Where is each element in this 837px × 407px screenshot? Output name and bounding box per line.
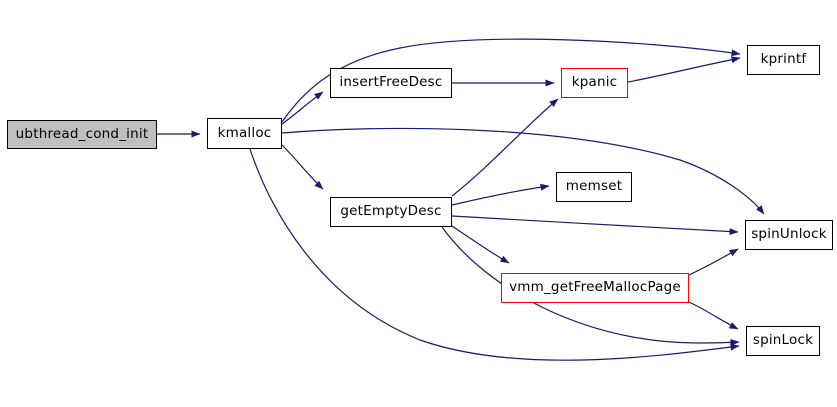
edge-getEmptyDesc-to-kpanic — [451, 98, 559, 197]
edge-kmalloc-to-spinLock — [249, 148, 740, 361]
node-label-kmalloc: kmalloc — [217, 124, 272, 141]
node-label-insertFreeDesc: insertFreeDesc — [339, 74, 443, 91]
node-spinUnlock[interactable]: spinUnlock — [745, 220, 833, 250]
node-vmm_getFreeMallocPage[interactable]: vmm_getFreeMallocPage — [501, 273, 689, 303]
node-getEmptyDesc[interactable]: getEmptyDesc — [330, 197, 452, 227]
edge-getEmptyDesc-to-spinLock — [441, 226, 740, 346]
edge-kmalloc-to-kprintf — [281, 38, 741, 123]
edge-getEmptyDesc-to-memset — [451, 183, 550, 206]
node-label-getEmptyDesc: getEmptyDesc — [340, 203, 442, 220]
node-kprintf[interactable]: kprintf — [747, 45, 820, 75]
edge-kmalloc-to-getEmptyDesc — [281, 144, 324, 190]
node-label-memset: memset — [565, 178, 623, 195]
edge-kpanic-to-kprintf — [627, 56, 741, 83]
edge-kmalloc-to-spinUnlock — [281, 127, 765, 215]
edge-getEmptyDesc-to-spinUnlock — [451, 215, 739, 236]
node-ubthread_cond_init: ubthread_cond_init — [7, 120, 157, 149]
node-label-ubthread_cond_init: ubthread_cond_init — [15, 125, 149, 142]
node-label-kprintf: kprintf — [760, 51, 807, 68]
node-spinLock[interactable]: spinLock — [746, 326, 820, 356]
node-kpanic[interactable]: kpanic — [561, 68, 628, 98]
edge-vmm_getFreeMallocPage-to-spinUnlock — [688, 248, 739, 276]
edge-vmm_getFreeMallocPage-to-spinLock — [688, 301, 739, 330]
node-label-spinLock: spinLock — [752, 332, 814, 349]
edge-paths — [157, 38, 765, 361]
node-label-spinUnlock: spinUnlock — [751, 226, 827, 243]
node-label-kpanic: kpanic — [571, 74, 618, 91]
node-label-vmm_getFreeMallocPage: vmm_getFreeMallocPage — [509, 279, 681, 296]
node-memset[interactable]: memset — [556, 172, 632, 202]
node-kmalloc[interactable]: kmalloc — [207, 118, 282, 149]
edge-getEmptyDesc-to-vmm_getFreeMallocPage — [451, 225, 510, 264]
node-insertFreeDesc[interactable]: insertFreeDesc — [330, 68, 452, 98]
edge-kmalloc-to-insertFreeDesc — [281, 91, 324, 125]
